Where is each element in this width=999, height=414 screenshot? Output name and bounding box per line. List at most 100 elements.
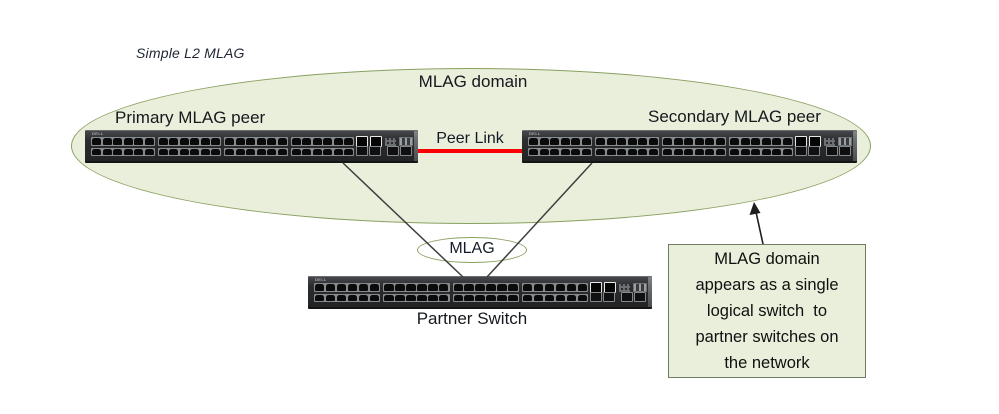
callout-text-line: MLAG domain bbox=[714, 250, 820, 268]
port-group bbox=[91, 137, 155, 146]
rj45-port bbox=[673, 148, 683, 155]
rj45-port bbox=[395, 284, 405, 291]
rj45-port bbox=[439, 294, 449, 301]
rj45-port bbox=[102, 148, 112, 155]
callout-text-line: partner switches on bbox=[695, 328, 839, 346]
sfp-port bbox=[590, 292, 602, 302]
rj45-port bbox=[267, 148, 276, 155]
rj45-port bbox=[315, 284, 325, 291]
rj45-port bbox=[761, 148, 771, 155]
rj45-port bbox=[336, 294, 347, 301]
rj45-port bbox=[486, 294, 496, 301]
rj45-port bbox=[648, 148, 658, 155]
status-leds bbox=[385, 138, 396, 146]
rj45-port bbox=[751, 138, 761, 145]
primary-mlag-peer-switch: DELL bbox=[85, 130, 418, 163]
rj45-port bbox=[606, 148, 616, 155]
rj45-port bbox=[617, 138, 627, 145]
rj45-port bbox=[200, 148, 210, 155]
peer-link-connection bbox=[418, 149, 522, 153]
rj45-port bbox=[529, 148, 539, 155]
rj45-port bbox=[428, 294, 438, 301]
rj45-port bbox=[384, 294, 394, 301]
rj45-port bbox=[358, 294, 369, 301]
port-group bbox=[314, 293, 381, 302]
rj45-port bbox=[256, 138, 266, 145]
callout-text-line: appears as a single bbox=[695, 276, 839, 294]
port-group bbox=[91, 147, 155, 156]
rj45-port bbox=[740, 138, 750, 145]
rj45-port bbox=[417, 284, 427, 291]
rj45-port bbox=[606, 138, 616, 145]
rj45-port bbox=[134, 138, 143, 145]
secondary-mlag-peer-switch: DELL bbox=[522, 130, 857, 163]
callout-arrowhead-icon bbox=[749, 202, 761, 215]
secondary-peer-label: Secondary MLAG peer bbox=[648, 107, 821, 126]
rj45-port bbox=[782, 148, 792, 155]
mlag-domain-label: MLAG domain bbox=[418, 72, 528, 91]
rj45-port bbox=[577, 284, 587, 291]
sfp-port bbox=[369, 146, 381, 156]
rj45-port bbox=[740, 148, 750, 155]
rj45-port bbox=[235, 148, 245, 155]
port-group bbox=[224, 137, 288, 146]
rj45-port bbox=[312, 138, 322, 145]
port-group bbox=[729, 137, 793, 146]
rj45-port bbox=[596, 138, 606, 145]
rj45-port bbox=[333, 138, 343, 145]
sfp-ports bbox=[590, 292, 646, 302]
rj45-port bbox=[369, 294, 380, 301]
rj45-port bbox=[663, 148, 673, 155]
rj45-port-bank bbox=[314, 283, 588, 302]
rj45-port bbox=[344, 138, 353, 145]
rj45-port bbox=[123, 138, 133, 145]
port-group bbox=[729, 147, 793, 156]
chassis-end-cap bbox=[648, 277, 652, 307]
management-module bbox=[838, 137, 852, 146]
rj45-port bbox=[529, 138, 539, 145]
rj45-port bbox=[464, 284, 474, 291]
rj45-port bbox=[246, 148, 255, 155]
switch-brand-logo: DELL bbox=[315, 278, 327, 283]
rj45-port bbox=[347, 284, 358, 291]
rj45-port bbox=[134, 148, 143, 155]
rj45-port bbox=[715, 148, 725, 155]
port-group bbox=[383, 293, 450, 302]
sfp-port bbox=[356, 146, 368, 156]
callout-text-line: the network bbox=[724, 354, 810, 372]
sfp-port bbox=[839, 146, 851, 156]
sfp-port bbox=[621, 292, 633, 302]
rj45-port bbox=[663, 138, 673, 145]
switch-brand-logo: DELL bbox=[92, 132, 104, 137]
rj45-port bbox=[190, 138, 199, 145]
mlag-group-label: MLAG bbox=[449, 240, 495, 257]
rj45-port bbox=[544, 284, 555, 291]
rj45-port bbox=[464, 294, 474, 301]
port-group bbox=[224, 147, 288, 156]
rj45-port bbox=[684, 138, 694, 145]
rj45-port bbox=[497, 294, 507, 301]
rj45-port bbox=[497, 284, 507, 291]
chassis-end-cap bbox=[414, 131, 418, 161]
rj45-port bbox=[169, 148, 178, 155]
port-group bbox=[521, 293, 588, 302]
sfp-port bbox=[387, 146, 399, 156]
rj45-port bbox=[566, 284, 577, 291]
rj45-port bbox=[533, 294, 544, 301]
port-group bbox=[452, 283, 519, 292]
rj45-port bbox=[395, 294, 405, 301]
rj45-port bbox=[333, 148, 343, 155]
rj45-port bbox=[267, 138, 276, 145]
rj45-port bbox=[533, 284, 544, 291]
rj45-port bbox=[705, 148, 715, 155]
rj45-port bbox=[705, 138, 715, 145]
rj45-port bbox=[581, 138, 591, 145]
rj45-port bbox=[277, 148, 287, 155]
primary-peer-label: Primary MLAG peer bbox=[115, 108, 266, 127]
rj45-port bbox=[325, 284, 336, 291]
port-group bbox=[383, 283, 450, 292]
rj45-port bbox=[123, 148, 133, 155]
sfp-ports bbox=[356, 146, 412, 156]
rj45-port bbox=[475, 284, 485, 291]
